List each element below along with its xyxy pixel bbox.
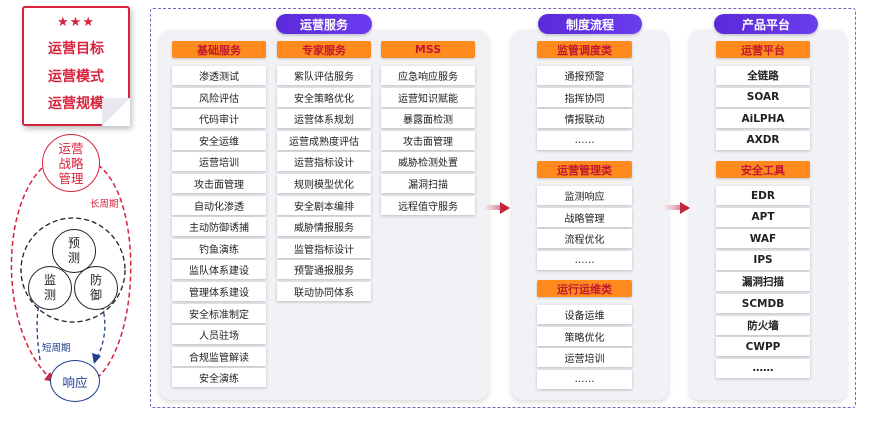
ops-service-item: 威胁情报服务 [277, 217, 371, 237]
ops-service-item: 运营成熟度评估 [277, 130, 371, 150]
process-item: 流程优化 [537, 229, 632, 249]
platform-item: 漏洞扫描 [716, 272, 810, 292]
ops-service-item: 预警通报服务 [277, 260, 371, 280]
platform-item: APT [716, 207, 810, 227]
ops-service-item: 人员驻场 [172, 325, 266, 345]
short-cycle-label: 短周期 [42, 343, 71, 354]
process-item: 指挥协同 [537, 87, 632, 107]
ops-service-item: 攻击面管理 [172, 174, 266, 193]
star-rating-icon: ★★★ [57, 15, 95, 30]
ops-service-item: 远程值守服务 [381, 195, 475, 215]
ops-service-item: 安全标准制定 [172, 303, 266, 323]
note-line-goal: 运营目标 [48, 41, 104, 57]
ops-service-panel [160, 30, 488, 400]
platform-item: 防火墙 [716, 315, 810, 335]
platform-item: CWPP [716, 337, 810, 357]
platform-group-header: 运营平台 [716, 41, 810, 58]
page-fold-icon [102, 98, 130, 126]
flow-arrow-icon [500, 202, 510, 214]
short-cycle-up-arc [36, 287, 46, 361]
ops-column-header: MSS [381, 41, 475, 58]
outer-dashed-frame [150, 8, 856, 408]
ops-service-item: 应急响应服务 [381, 66, 475, 85]
ops-service-item: 管理体系建设 [172, 282, 266, 301]
ops-service-item: 安全演练 [172, 368, 266, 388]
flow-arrow-shaft [664, 205, 680, 210]
platform-item: 全链路 [716, 66, 810, 85]
flow-arrow-icon [680, 202, 690, 214]
ops-service-item: 代码审计 [172, 109, 266, 129]
platform-item: …… [716, 358, 810, 378]
ops-column-header: 专家服务 [277, 41, 371, 58]
platform-item: AiLPHA [716, 109, 810, 129]
platform-item: WAF [716, 229, 810, 249]
response-circle: 响应 [50, 360, 100, 402]
ops-service-item: 紫队评估服务 [277, 66, 371, 85]
defend-circle: 防御 [74, 266, 118, 310]
ops-service-item: 主动防御诱捕 [172, 217, 266, 237]
ops-service-item: 安全剧本编排 [277, 195, 371, 215]
platform-item: AXDR [716, 130, 810, 150]
long-cycle-arc [91, 164, 132, 383]
process-group-header: 运行运维类 [537, 280, 632, 297]
ops-service-item: 监管指标设计 [277, 238, 371, 258]
ops-service-item: 攻击面管理 [381, 130, 475, 150]
long-cycle-label: 长周期 [90, 199, 119, 210]
ops-service-item: 暴露面检测 [381, 109, 475, 129]
ops-service-item: 运营体系规划 [277, 109, 371, 129]
process-item: 战略管理 [537, 207, 632, 227]
process-title: 制度流程 [538, 14, 642, 34]
process-item: 设备运维 [537, 305, 632, 324]
ops-service-item: 规则模型优化 [277, 174, 371, 193]
platform-title: 产品平台 [714, 14, 818, 34]
platform-item: EDR [716, 186, 810, 205]
ops-service-item: 钓鱼演练 [172, 238, 266, 258]
predict-circle: 预测 [52, 229, 96, 273]
note-line-mode: 运营模式 [48, 69, 104, 85]
platform-item: SCMDB [716, 294, 810, 313]
ops-service-item: 渗透测试 [172, 66, 266, 85]
ops-service-item: 联动协同体系 [277, 282, 371, 301]
note-line-scale: 运营规模 [48, 96, 104, 112]
flow-arrow-shaft [484, 205, 500, 210]
monitor-circle: 监测 [28, 266, 72, 310]
process-item: …… [537, 250, 632, 270]
ops-service-item: 运营指标设计 [277, 152, 371, 172]
process-item: 通报预警 [537, 66, 632, 85]
strategy-note-card: ★★★ 运营目标 运营模式 运营规模 [22, 6, 130, 126]
process-item: 情报联动 [537, 109, 632, 129]
process-item: 策略优化 [537, 326, 632, 346]
ops-service-title: 运营服务 [276, 14, 372, 34]
platform-group-header: 安全工具 [716, 161, 810, 178]
process-item: …… [537, 369, 632, 389]
ops-service-item: 运营培训 [172, 152, 266, 172]
platform-item: IPS [716, 250, 810, 270]
ops-service-item: 运营知识赋能 [381, 87, 475, 107]
process-item: 监测响应 [537, 186, 632, 205]
arrow-down-icon [92, 353, 101, 364]
ops-service-item: 自动化渗透 [172, 195, 266, 215]
process-group-header: 运营管理类 [537, 161, 632, 178]
strategy-management-circle: 运营 战略 管理 [42, 134, 100, 192]
ops-service-item: 安全策略优化 [277, 87, 371, 107]
ops-service-item: 安全运维 [172, 130, 266, 150]
platform-item: SOAR [716, 87, 810, 107]
ops-column-header: 基础服务 [172, 41, 266, 58]
process-item: …… [537, 130, 632, 150]
inner-dashed-circle [20, 217, 126, 323]
process-item: 运营培训 [537, 348, 632, 368]
ops-service-item: 威胁检测处置 [381, 152, 475, 172]
ops-service-item: 监队体系建设 [172, 260, 266, 280]
ops-service-item: 风险评估 [172, 87, 266, 107]
ops-service-item: 漏洞扫描 [381, 174, 475, 193]
process-group-header: 监管调度类 [537, 41, 632, 58]
ops-service-item: 合规监管解读 [172, 346, 266, 366]
